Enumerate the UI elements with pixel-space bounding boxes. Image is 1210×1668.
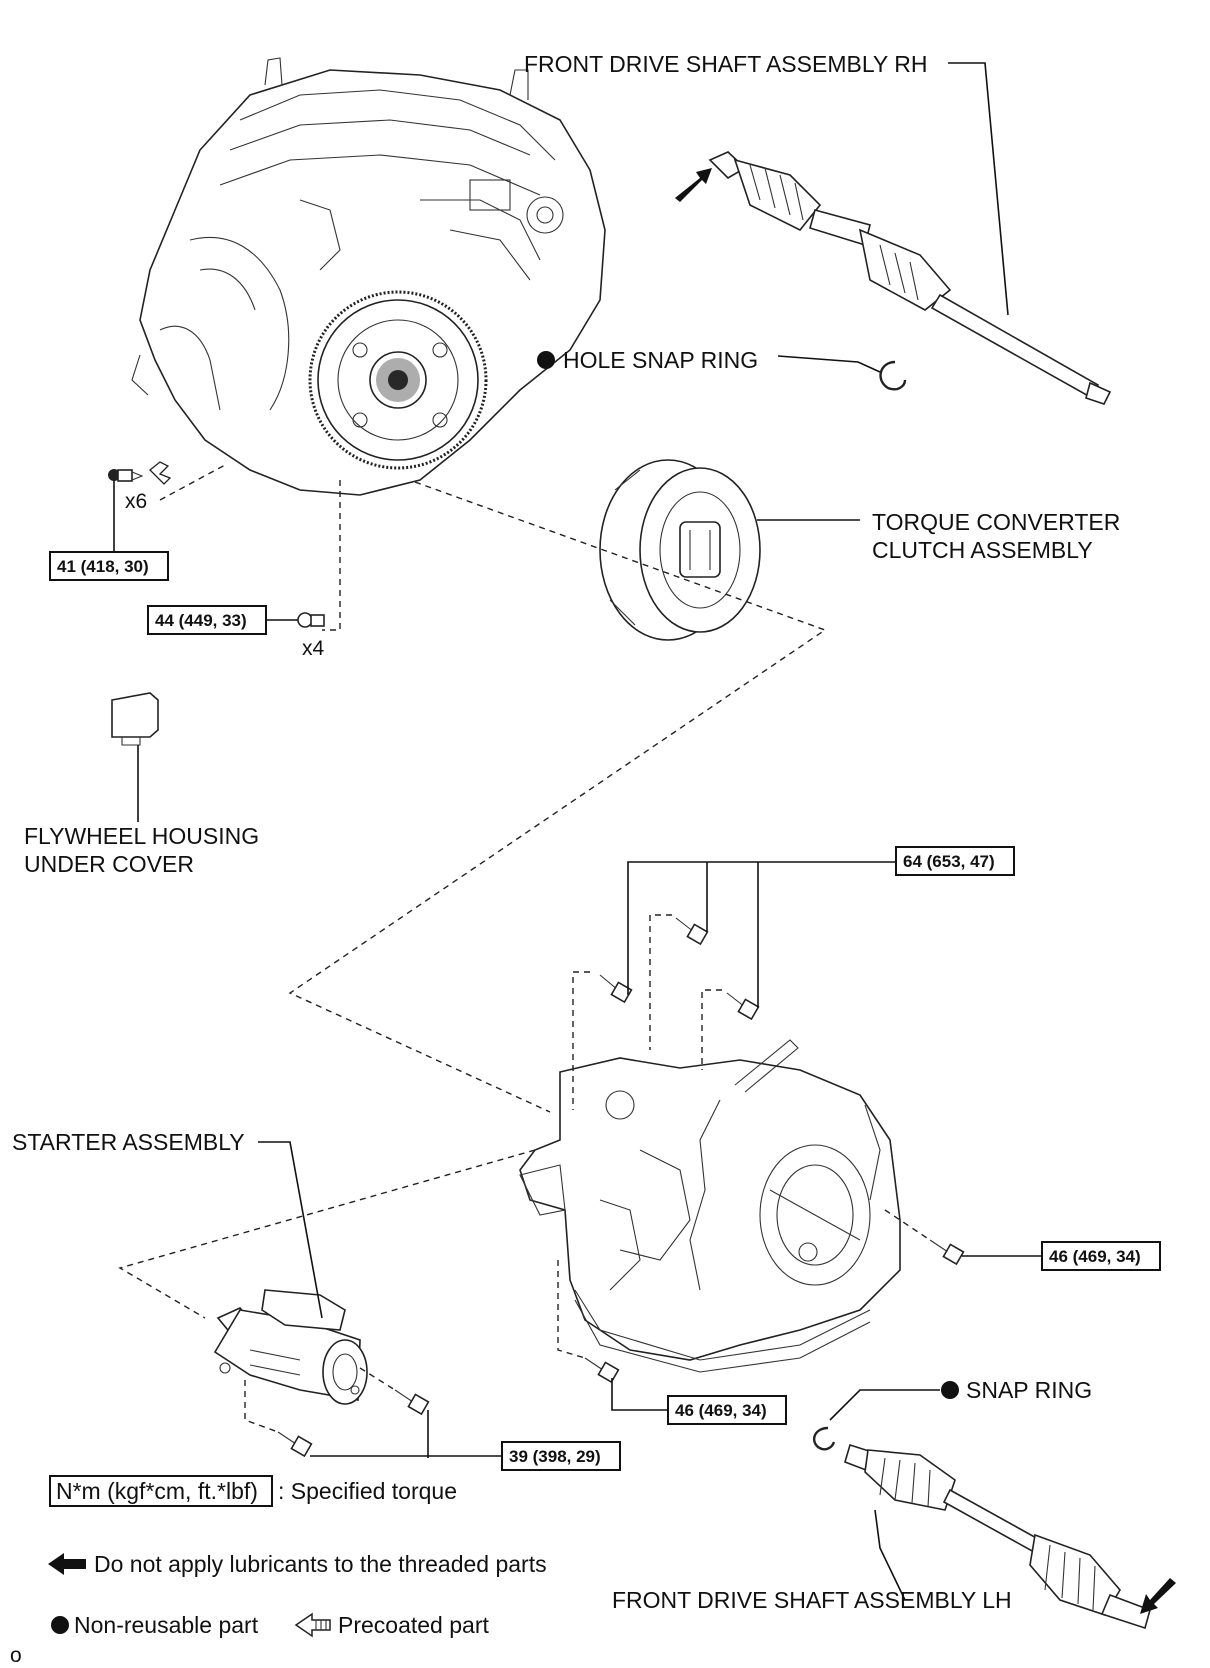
engine-bolt-x6 <box>108 461 172 485</box>
label-front-drive-shaft-lh: FRONT DRIVE SHAFT ASSEMBLY LH <box>612 1587 1012 1613</box>
label-torque-converter-line1: TORQUE CONVERTER <box>872 509 1120 535</box>
transaxle-bolt-top-right <box>726 992 760 1021</box>
torque-39-label: 39 (398, 29) <box>509 1447 601 1466</box>
engine-assembly <box>131 57 606 496</box>
transaxle-assembly <box>519 1039 901 1373</box>
transaxle-bolt-top-center <box>675 917 709 946</box>
transaxle-bolt-top-left <box>599 974 633 1004</box>
label-hole-snap-ring: HOLE SNAP RING <box>563 347 758 373</box>
starter-assembly <box>213 1289 368 1405</box>
bolt-count-x4: x4 <box>302 637 325 660</box>
starter-bolt-lower <box>277 1431 313 1458</box>
snap-ring-part <box>813 1426 836 1451</box>
label-starter-assembly: STARTER ASSEMBLY <box>12 1129 245 1155</box>
legend-no-lube: Do not apply lubricants to the threaded … <box>94 1551 547 1577</box>
label-front-drive-shaft-rh: FRONT DRIVE SHAFT ASSEMBLY RH <box>524 51 927 77</box>
transaxle-bolt-bottom <box>584 1357 620 1384</box>
legend-torque-box <box>49 1475 273 1507</box>
torque-converter <box>599 459 761 641</box>
torque-41-label: 41 (418, 30) <box>57 557 149 576</box>
starter-bolt-upper <box>394 1389 430 1416</box>
label-snap-ring: SNAP RING <box>966 1377 1092 1403</box>
non-reusable-dot-icon-snap-ring <box>941 1381 959 1399</box>
label-flywheel-housing-line2: UNDER COVER <box>24 851 194 877</box>
front-drive-shaft-rh <box>675 151 1112 405</box>
legend-torque-unit: N*m (kgf*cm, ft.*lbf) <box>56 1478 258 1504</box>
torque-46-right-label: 46 (469, 34) <box>1049 1247 1141 1266</box>
legend-no-lube-arrow-icon <box>48 1553 86 1575</box>
hole-snap-ring-part <box>879 360 907 391</box>
label-torque-converter-line2: CLUTCH ASSEMBLY <box>872 537 1093 563</box>
precoated-arrow-icon <box>149 461 172 485</box>
legend-torque-desc: : Specified torque <box>278 1478 457 1504</box>
non-reusable-dot-icon <box>537 351 555 369</box>
torque-64-label: 64 (653, 47) <box>903 852 995 871</box>
no-lubricant-arrow-icon-lh <box>1140 1578 1176 1614</box>
front-drive-shaft-lh <box>844 1443 1176 1630</box>
torque-box-41 <box>49 551 169 581</box>
legend-precoated-arrow-icon <box>294 1612 331 1638</box>
torque-44-label: 44 (449, 33) <box>155 611 247 630</box>
torque-box-46-right <box>1041 1241 1161 1271</box>
legend-non-reusable-dot-icon <box>51 1616 69 1634</box>
legend-precoated: Precoated part <box>338 1612 489 1638</box>
legend-non-reusable: Non-reusable part <box>74 1612 259 1638</box>
flywheel-housing-under-cover <box>111 692 159 746</box>
engine-bolt-x4 <box>297 612 325 628</box>
no-lubricant-arrow-icon <box>675 168 712 202</box>
label-flywheel-housing-line1: FLYWHEEL HOUSING <box>24 823 259 849</box>
bolt-count-x6: x6 <box>125 490 147 513</box>
corner-mark: o <box>10 1644 22 1667</box>
torque-box-44 <box>147 605 267 635</box>
torque-box-39 <box>501 1441 621 1471</box>
torque-box-46-bottom <box>667 1395 787 1425</box>
torque-box-64 <box>895 846 1015 876</box>
torque-46-bottom-label: 46 (469, 34) <box>675 1401 767 1420</box>
transaxle-bolt-right <box>929 1239 965 1266</box>
